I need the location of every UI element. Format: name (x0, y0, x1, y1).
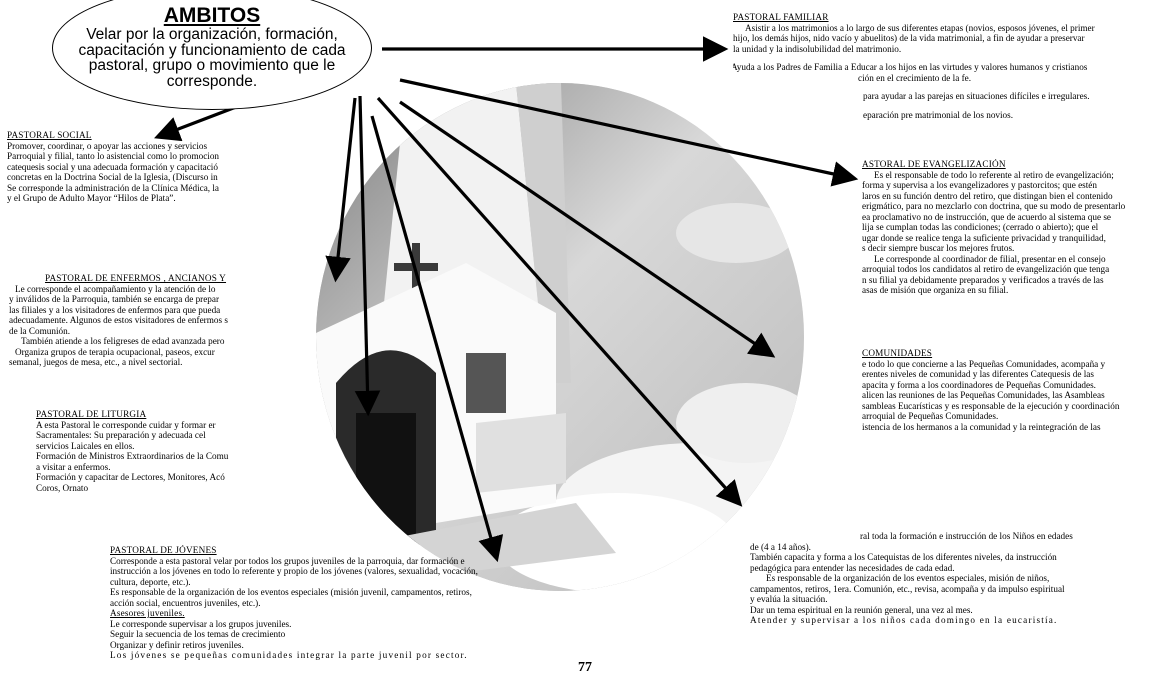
section-pastoral-ninos: ral toda la formación e instrucción de l… (750, 531, 1166, 626)
text-line: n su filial ya debidamente preparados y … (862, 274, 1104, 285)
text-line: Se corresponde la administración de la C… (7, 182, 220, 193)
text-line: la unidad y la indisolubilidad del matri… (733, 43, 902, 54)
text-line: forma y supervisa a los evangelizadores … (862, 180, 1097, 190)
text-line: También capacita y forma a los Catequist… (750, 552, 1057, 562)
section-pastoral-jovenes: PASTORAL DE JÓVENES Corresponde a esta p… (110, 545, 550, 661)
text-line: para ayudar a las parejas en situaciones… (863, 91, 1090, 101)
text-line: Los jóvenes se pequeñas comunidades inte… (110, 650, 468, 660)
text-line: s decir siempre buscar los mejores fruto… (862, 243, 1015, 253)
text-line: erigmático, para no mezclarlo con doctri… (862, 201, 1126, 211)
text-line: Es responsable de la organización de los… (110, 587, 472, 597)
text-line: servicios Laicales en ellos. (36, 440, 135, 451)
text-line: Le corresponde al coordinador de filial,… (874, 253, 1106, 264)
text-line: Formación de Ministros Extraordinarios d… (36, 451, 229, 461)
section-title: ASTORAL DE EVANGELIZACIÓN (862, 159, 1006, 169)
text-line: cultura, deporte, etc.). (110, 576, 191, 587)
text-line: pedagógica para entender las necesidades… (750, 562, 955, 573)
text-line: y evalúa la situación. (750, 594, 828, 604)
text-line: eparación pre matrimonial de los novios. (863, 109, 1014, 120)
text-line: También atiende a los feligreses de edad… (21, 336, 225, 346)
text-line: ugar donde se realice tenga la suficient… (862, 232, 1106, 243)
section-title: PASTORAL DE LITURGIA (36, 409, 147, 419)
text-line: Ayuda a los Padres de Familia a Educar a… (733, 62, 1088, 72)
text-line: Es responsable de la organización de los… (766, 573, 1050, 583)
section-title: PASTORAL DE ENFERMOS , ANCIANOS Y (45, 273, 227, 283)
section-pastoral-enfermos: PASTORAL DE ENFERMOS , ANCIANOS Y Le cor… (9, 273, 263, 368)
text-line: Coros, Ornato (36, 482, 89, 493)
section-pastoral-social: PASTORAL SOCIAL Promover, coordinar, o a… (7, 130, 263, 204)
ambitos-title: AMBITOS (163, 4, 261, 27)
text-line (733, 54, 1173, 62)
text-line: Dar un tema espiritual en la reunión gen… (750, 604, 973, 615)
section-title: COMUNIDADES (862, 348, 933, 358)
text-line: Formación y capacitar de Lectores, Monit… (36, 472, 225, 482)
text-line: erentes niveles de comunidad y las difer… (862, 369, 1094, 379)
text-line: Es el responsable de todo lo referente a… (874, 169, 1114, 180)
text-line: ral toda la formación e instrucción de l… (860, 531, 1073, 541)
page-number: 77 (578, 660, 592, 675)
text-line (733, 83, 1173, 91)
text-line: Corresponde a esta pastoral velar por to… (110, 555, 465, 566)
subsection-title: Asesores juveniles. (110, 608, 185, 618)
text-line: Sacramentales: Su preparación y adecuada… (36, 430, 206, 440)
text-line: Asistir a los matrimonios a lo largo de … (745, 22, 1095, 33)
text-line: arroquial todos los candidatos al retiro… (862, 264, 1110, 274)
text-line: Le corresponde supervisar a los grupos j… (110, 618, 292, 629)
text-line: ea proclamativo no de instrucción, que d… (862, 211, 1111, 222)
text-line: acción social, encuentros juveniles, etc… (110, 597, 261, 608)
text-line: Seguir la secuencia de los temas de crec… (110, 629, 286, 639)
text-line: alicen las reuniones de las Pequeñas Com… (862, 390, 1105, 400)
section-title: PASTORAL FAMILIAR (733, 12, 829, 22)
text-line: Organizar y definir retiros juveniles. (110, 639, 244, 650)
section-title: PASTORAL SOCIAL (7, 130, 92, 140)
text-line: istencia de los hermanos a la comunidad … (862, 421, 1101, 432)
text-line: laros en su función dentro del retiro, q… (862, 190, 1113, 201)
text-line: Parroquial y filial, tanto lo asistencia… (7, 151, 220, 161)
text-line: concretas en la Doctrina Social de la Ig… (7, 172, 218, 182)
text-line: asas de misión que organiza en su filial… (862, 285, 1009, 295)
text-line: sambleas Eucarísticas y es responsable d… (862, 400, 1120, 411)
text-line: instrucción a los jóvenes en todo lo ref… (110, 566, 478, 576)
section-pastoral-evangelizacion: ASTORAL DE EVANGELIZACIÓN Es el responsa… (862, 159, 1162, 296)
text-line: A esta Pastoral le corresponde cuidar y … (36, 419, 216, 430)
section-pastoral-liturgia: PASTORAL DE LITURGIA A esta Pastoral le … (36, 409, 263, 493)
text-line: Promover, coordinar, o apoyar las accion… (7, 140, 208, 151)
ambitos-oval: AMBITOS Velar por la organización, forma… (52, 0, 372, 110)
ambitos-description: Velar por la organización, formación, ca… (78, 26, 346, 90)
text-line: lija se cumplan todas las condiciones; (… (862, 222, 1099, 232)
text-line: a visitar a enfermos. (36, 461, 111, 472)
text-line: apacita y forma a los coordinadores de P… (862, 379, 1096, 390)
text-line: arroquial de Pequeñas Comunidades. (862, 411, 999, 421)
text-line: catequesis social y una adecuada formaci… (7, 161, 218, 172)
text-line: campamentos, retiros, 1era. Comunión, et… (750, 583, 1065, 594)
text-line: de (4 a 14 años). (750, 541, 811, 552)
text-line: las filiales y a los visitadores de enfe… (9, 304, 221, 315)
church-photo (316, 83, 804, 591)
text-line: y el Grupo de Adulto Mayor “Hilos de Pla… (7, 193, 176, 203)
text-line: Le corresponde el acompañamiento y la at… (15, 283, 216, 294)
section-title: PASTORAL DE JÓVENES (110, 545, 217, 555)
text-line: e todo lo que concierne a las Pequeñas C… (862, 358, 1106, 369)
text-line: de la Comunión. (9, 325, 70, 336)
section-pastoral-familiar: PASTORAL FAMILIAR Asistir a los matrimon… (733, 12, 1173, 120)
text-line: hijo, los demás hijos, nido vacío y abue… (733, 33, 1085, 43)
section-pastoral-comunidades: COMUNIDADES e todo lo que concierne a la… (862, 348, 1162, 432)
text-line: semanal, juegos de mesa, etc., a nivel s… (9, 357, 183, 367)
text-line: adecuadamente. Algunos de estos visitado… (9, 315, 228, 325)
text-line (733, 102, 1173, 110)
text-line: Atender y supervisar a los niños cada do… (750, 615, 1058, 625)
text-line: Organiza grupos de terapia ocupacional, … (15, 346, 215, 357)
text-line: ción en el crecimiento de la fe. (858, 72, 971, 83)
church-illustration (316, 83, 804, 591)
text-line: y inválidos de la Parroquia, también se … (9, 294, 220, 304)
